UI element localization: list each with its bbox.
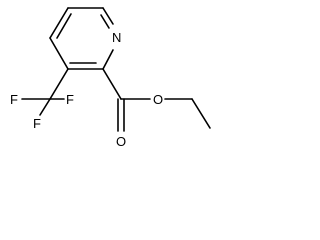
atom-label-fluorine-1: F: [10, 92, 18, 107]
bond-c3-c4: [49, 37, 69, 70]
atom-label-fluorine-2: F: [66, 92, 74, 107]
bond-cf3-f3: [39, 98, 51, 116]
atom-label-fluorine-3: F: [33, 116, 41, 131]
bond-c4-c5-inner: [56, 13, 72, 39]
bond-c6-n1: [102, 7, 114, 25]
atom-label-ester-oxygen: O: [153, 92, 163, 107]
bond-c4-c5: [49, 7, 69, 39]
atom-label-ring-nitrogen: N: [112, 30, 121, 45]
atom-label-carbonyl-oxygen: O: [116, 134, 126, 149]
bond-ch2-ch3: [191, 98, 211, 129]
molecule-drawing: N F F F O O: [10, 7, 211, 149]
bond-n1-c2: [102, 49, 114, 70]
bond-c2-carbonyl: [102, 68, 122, 100]
structure-canvas: N F F F O O: [0, 0, 224, 150]
bond-c6-n1-inner: [100, 14, 110, 29]
bond-c3-cf3: [49, 68, 69, 100]
